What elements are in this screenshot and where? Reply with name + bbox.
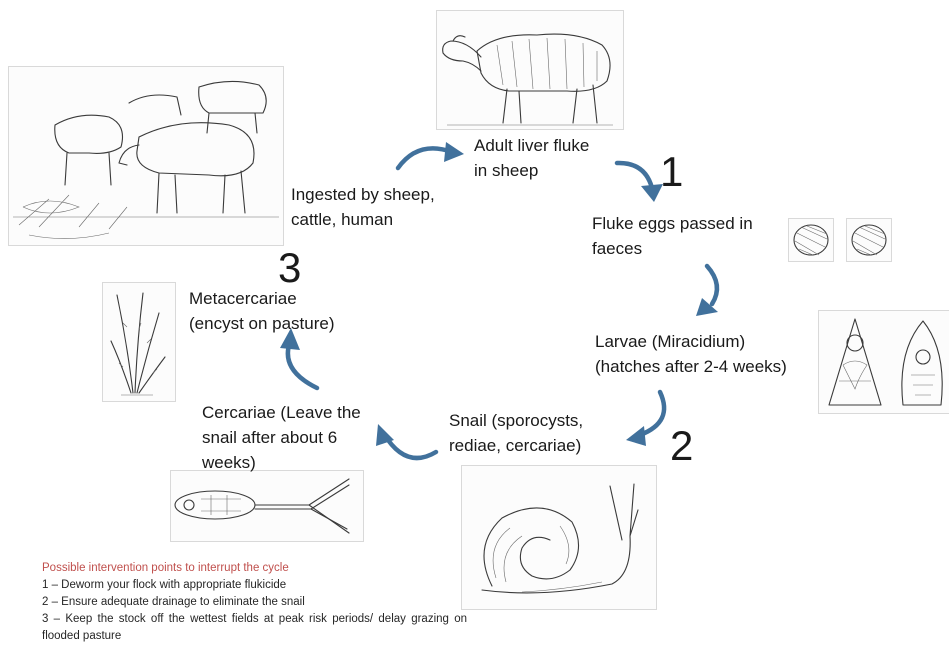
- arrow-eggs-to-larvae: [696, 266, 718, 316]
- intervention-notes: Possible intervention points to interrup…: [42, 560, 467, 645]
- arrow-ingested-to-adult: [398, 142, 464, 168]
- arrow-adult-to-eggs: [617, 163, 663, 202]
- notes-title: Possible intervention points to interrup…: [42, 560, 467, 577]
- notes-item-1: 1 – Deworm your flock with appropriate f…: [42, 577, 467, 594]
- arrow-larvae-to-snail: [626, 392, 664, 446]
- notes-item-3: 3 – Keep the stock off the wettest field…: [42, 611, 467, 645]
- arrow-snail-to-cercariae: [376, 424, 436, 458]
- notes-item-2: 2 – Ensure adequate drainage to eliminat…: [42, 594, 467, 611]
- arrow-cercariae-to-metacercariae: [280, 328, 317, 388]
